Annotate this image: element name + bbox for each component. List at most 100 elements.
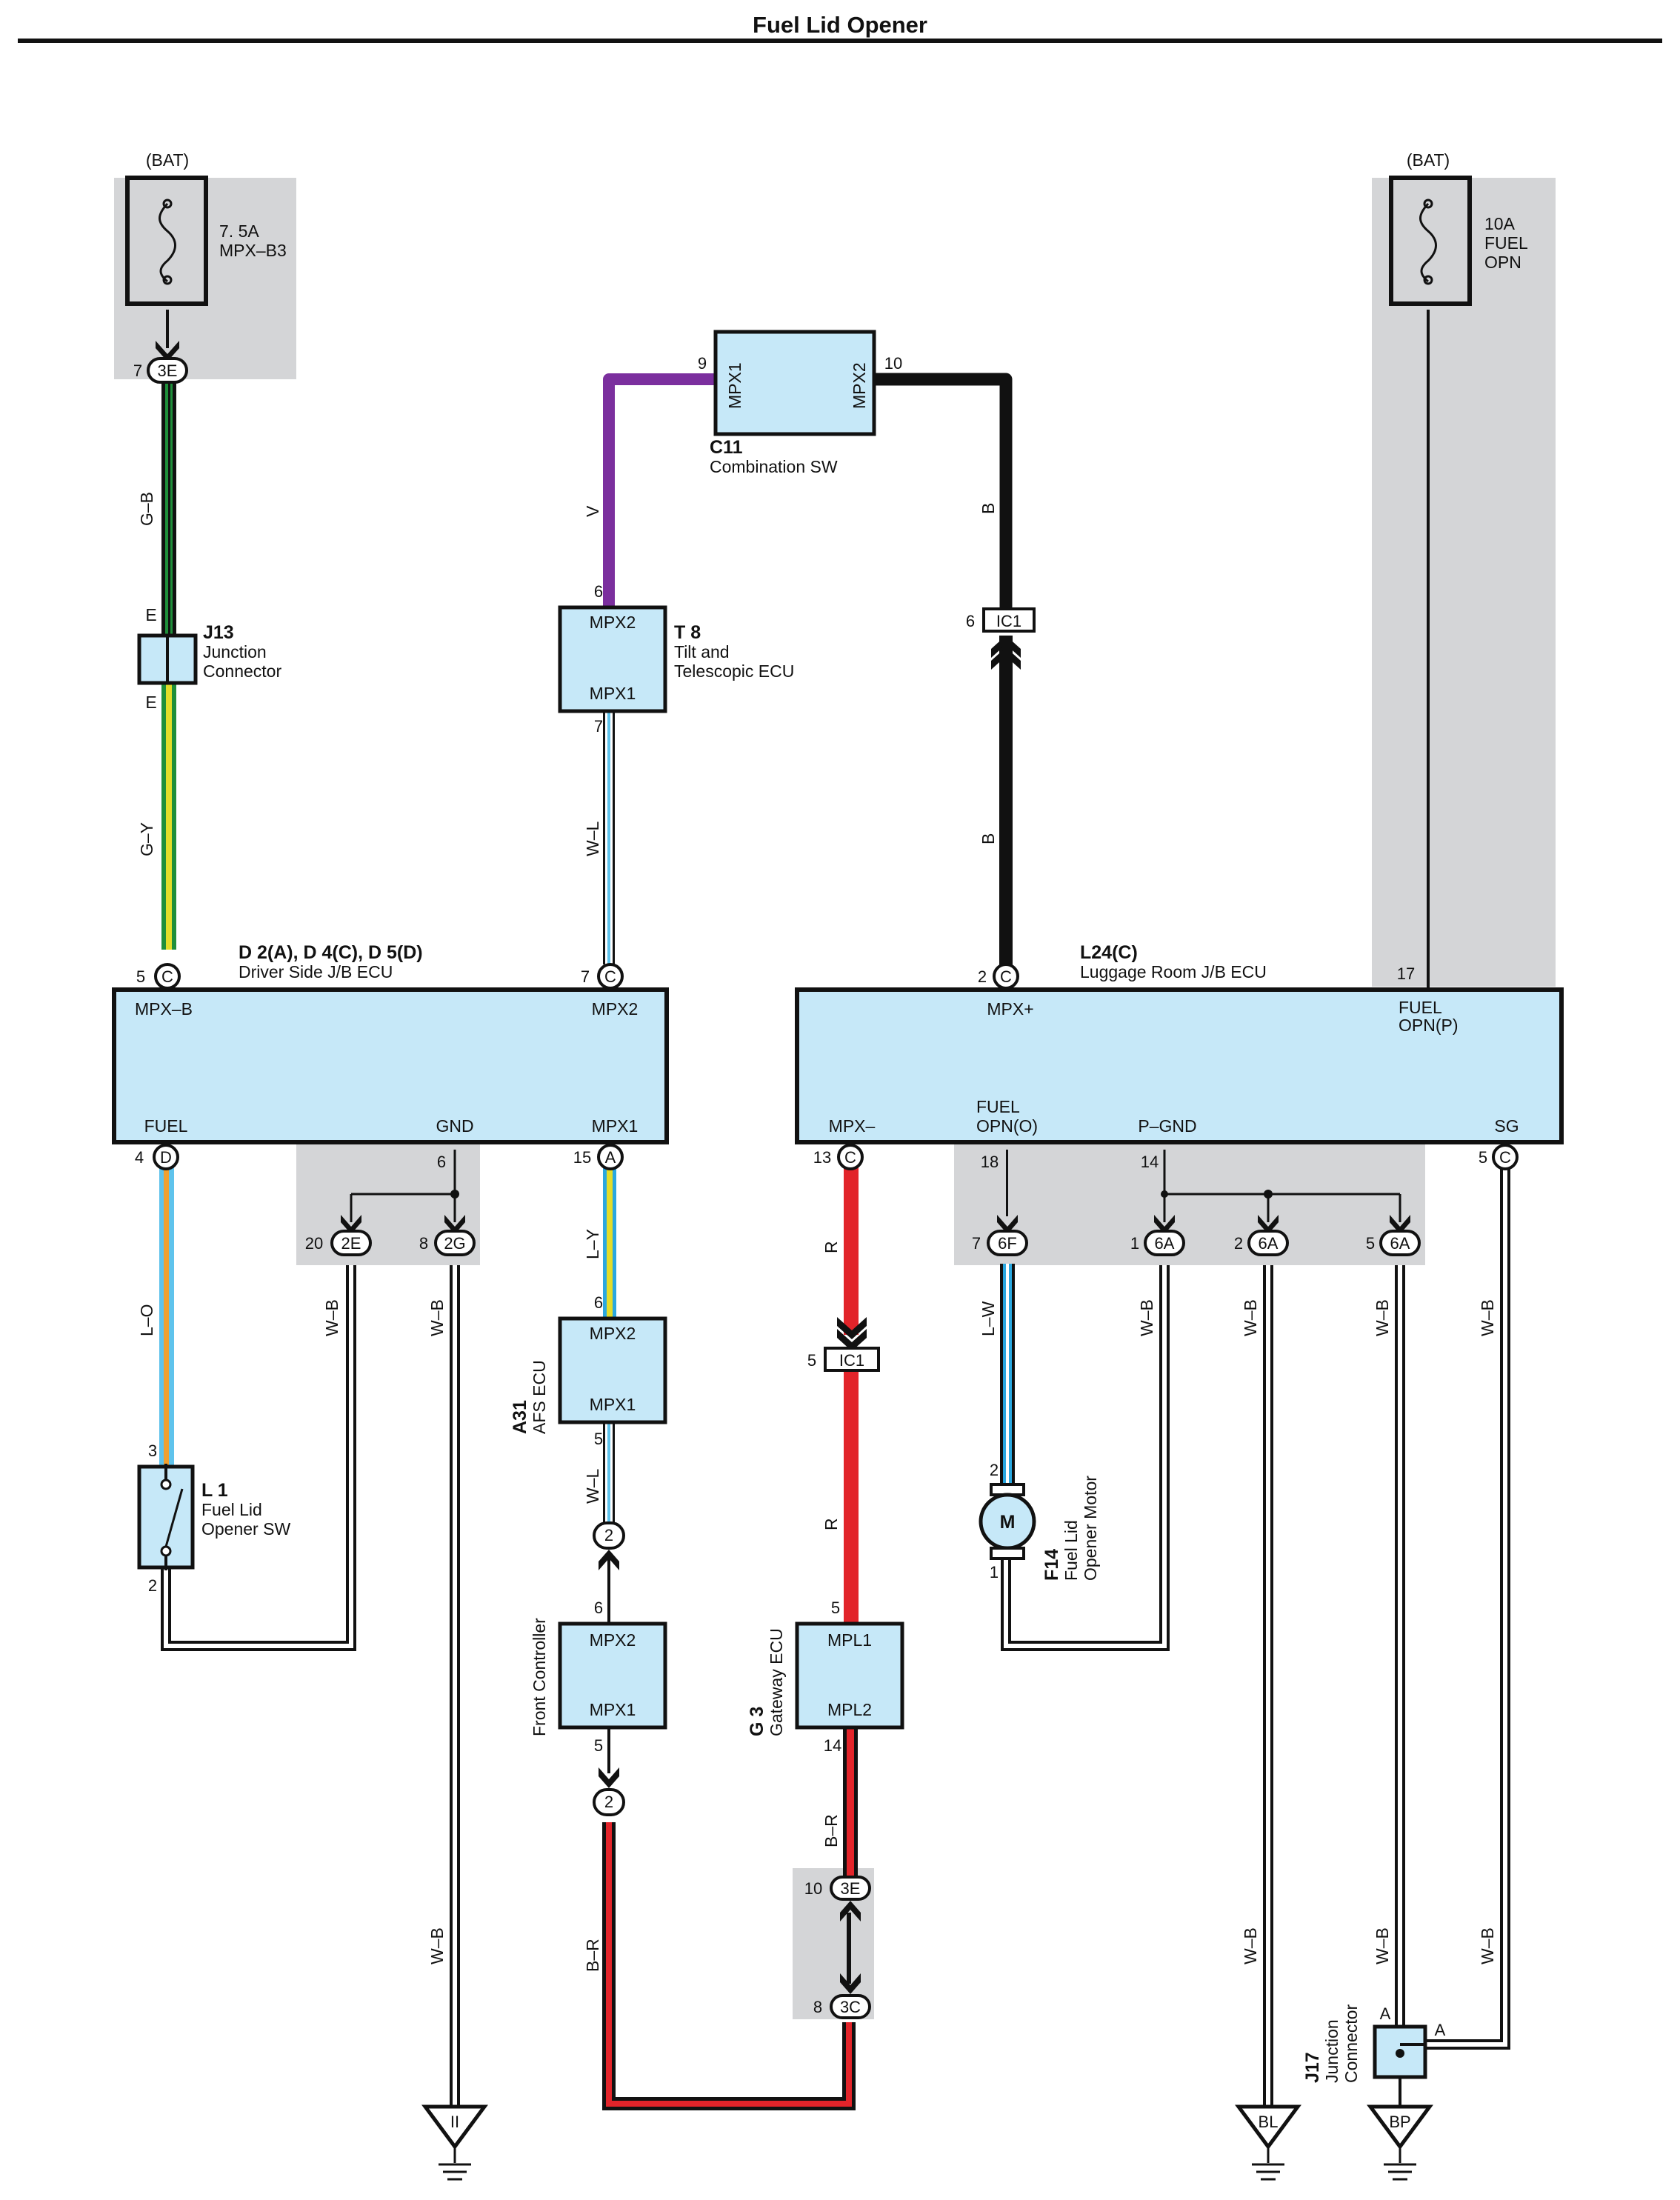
wire-w-b-sg (1427, 1163, 1510, 2050)
luggage-jb-pin-p-gnd: P–GND (1138, 1116, 1196, 1136)
connector-6f (987, 1215, 1028, 1256)
g3-pin5: 5 (831, 1599, 840, 1617)
wire-label-v: V (583, 505, 602, 517)
f14-name1: Fuel Lid (1061, 1520, 1081, 1581)
title-rule (18, 39, 1662, 43)
fuse-left-source: (BAT) (146, 150, 189, 170)
j17-name2: Connector (1341, 2004, 1361, 2083)
driver-pin-4d (153, 1144, 179, 1170)
driver-jb-pin-mpx-b: MPX–B (135, 999, 193, 1019)
luggage-jb-pin-mpx-minus: MPX– (829, 1116, 876, 1136)
wire-l-y (603, 1163, 616, 1319)
ic1-top-code: IC1 (996, 612, 1021, 630)
wire-label-w-b-sg-low: W–B (1478, 1927, 1497, 1964)
t8-pin1-label: MPX2 (590, 613, 636, 632)
fc-pin6: 6 (594, 1599, 603, 1617)
driver-pin-7c-letter: C (604, 967, 616, 986)
wire-fuse-right (1427, 310, 1430, 991)
connector-3c (830, 1973, 871, 2019)
driver-pin-15a-num: 15 (573, 1148, 591, 1167)
driver-jb-name: Driver Side J/B ECU (239, 962, 393, 981)
l1-id: L 1 (201, 1480, 228, 1501)
connector-6f-pin: 7 (972, 1234, 981, 1253)
driver-pin-5c-letter: C (161, 967, 173, 986)
wire-label-g-y: G–Y (137, 822, 156, 856)
diagram-title: Fuel Lid Opener (753, 12, 927, 38)
connector-ic1-bottom (824, 1317, 880, 1372)
wire-g-b (161, 378, 176, 639)
j13-pin-bottom: E (145, 693, 156, 712)
wire-b-top (874, 373, 1013, 615)
wire-link-fc (607, 1554, 610, 1624)
f14-pin-2: 2 (990, 1461, 999, 1479)
driver-pin-6-num: 6 (437, 1153, 446, 1171)
luggage-jb-pin-mpx-plus: MPX+ (987, 999, 1033, 1019)
wire-label-l-y: L–Y (583, 1229, 602, 1259)
junction-dot-pgnd2 (1161, 1190, 1168, 1198)
fuse-left-rating: 7. 5A (219, 221, 259, 241)
j17-id: J17 (1302, 2052, 1323, 2083)
wire-l-w (1000, 1264, 1015, 1484)
shaded-areas (114, 178, 1556, 2019)
wire-label-b-r-1: B–R (583, 1939, 602, 1972)
luggage-pin-2c (993, 963, 1019, 990)
f14-id: F14 (1041, 1549, 1062, 1581)
wire-fuel-opn-o (1006, 1150, 1008, 1216)
l1-pin-2: 2 (148, 1576, 157, 1595)
tilt-telescopic-ecu-box (558, 605, 667, 713)
wire-label-b2: B (979, 833, 998, 844)
front-controller-box (558, 1621, 667, 1730)
j13-name1: Junction (203, 642, 267, 661)
connector-3c-pin: 8 (813, 1998, 822, 2016)
fc-pin5: 5 (594, 1736, 603, 1755)
connector-2e-code: 2E (341, 1234, 361, 1253)
g3-id: G 3 (747, 1707, 767, 1736)
fuse-right-rating: 10A (1484, 214, 1516, 233)
driver-pin-5c (154, 963, 181, 990)
driver-side-jb-ecu-box (112, 987, 669, 1144)
ground-bl (1235, 2104, 1301, 2181)
ic1-bottom-pin: 5 (807, 1351, 816, 1370)
fuel-lid-opener-switch (137, 1464, 195, 1570)
f14-symbol: M (1000, 1512, 1016, 1533)
fuse-fuel-opn (1389, 176, 1472, 306)
connector-6a-3-pin: 5 (1366, 1234, 1375, 1253)
luggage-pin-13c (837, 1144, 864, 1170)
connector-round-2b-code: 2 (604, 1793, 613, 1811)
fc-pin1-label: MPX2 (590, 1630, 636, 1650)
luggage-pin-14-num: 14 (1141, 1153, 1159, 1171)
connector-6a-3 (1379, 1215, 1421, 1256)
fc-pin2-label: MPX1 (590, 1700, 636, 1719)
wire-label-w-b-sg: W–B (1478, 1299, 1497, 1336)
j17-pin-left: A (1380, 2004, 1391, 2023)
junction-connector-j13 (137, 633, 198, 685)
wire-label-w-b-6a2-low: W–B (1241, 1927, 1260, 1964)
wire-w-b-2e-core (164, 1265, 353, 1648)
ground-bl-label: BL (1259, 2113, 1279, 2131)
driver-jb-pin-mpx1: MPX1 (592, 1116, 639, 1136)
fc-name: Front Controller (530, 1618, 549, 1736)
driver-jb-pin-fuel: FUEL (144, 1116, 188, 1136)
connector-6f-code: 6F (998, 1234, 1017, 1253)
fuse-mpx-b3 (125, 176, 208, 306)
wire-b-r-2 (843, 1727, 858, 1883)
wire-w-l-1 (603, 711, 615, 964)
f14-name2: Opener Motor (1081, 1476, 1100, 1581)
t8-id: T 8 (674, 622, 701, 643)
luggage-pin-5c-num: 5 (1479, 1148, 1487, 1167)
luggage-pin-2c-num: 2 (978, 967, 987, 986)
c11-id: C11 (710, 437, 743, 458)
wire-label-w-l-2: W–L (583, 1469, 602, 1504)
gateway-ecu-box (795, 1621, 904, 1730)
connector-ic1-top (982, 607, 1036, 670)
fuse-right-name1: FUEL (1484, 233, 1528, 253)
combination-sw-box (713, 330, 876, 436)
luggage-jb-pin-fuel-o2: OPN(O) (976, 1116, 1038, 1136)
junction-connector-j17 (1373, 2024, 1427, 2079)
driver-pin-7c (597, 963, 624, 990)
luggage-jb-pin-sg: SG (1494, 1116, 1519, 1136)
connector-6a-2-pin: 2 (1234, 1234, 1243, 1253)
t8-pin6: 6 (594, 582, 603, 601)
c11-pin1-label: MPX1 (725, 362, 744, 409)
junction-dot (450, 1190, 459, 1199)
